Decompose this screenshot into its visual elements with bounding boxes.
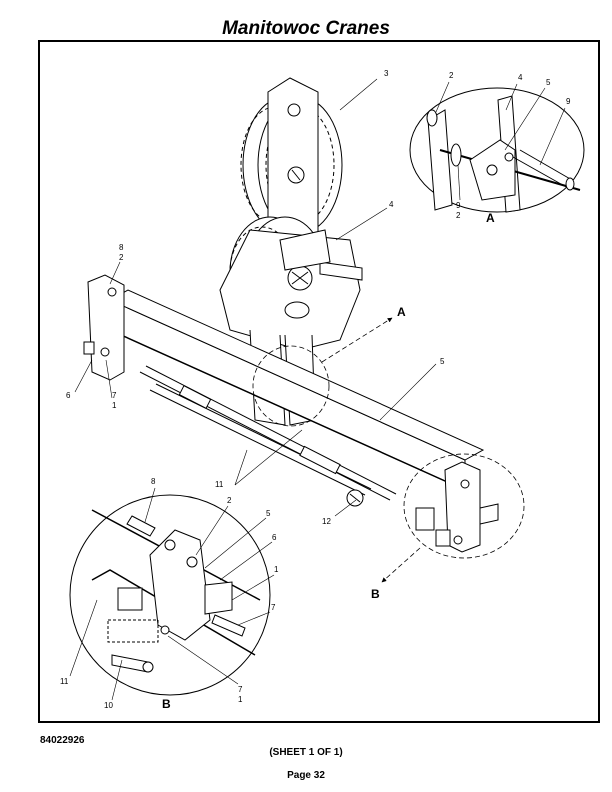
detail-a-view: [409, 87, 585, 213]
detail-leaders: [321, 317, 421, 583]
upper-sheave: [240, 77, 343, 261]
spreader-beam: [83, 274, 499, 553]
sheet-indicator: (SHEET 1 OF 1): [269, 747, 343, 758]
callout-11: 11: [215, 480, 224, 489]
detail-a-label: A: [486, 211, 495, 225]
drawing-frame: [38, 40, 600, 723]
detail-b-callout-11: 11: [60, 677, 69, 686]
callout-leaders: [69, 78, 566, 701]
detail-b-callout-7: 7: [271, 603, 276, 612]
detail-b-callout-6: 6: [272, 533, 277, 542]
detail-a-callout-4: 4: [518, 73, 523, 82]
callout-labels: 3 4 8 2 A 5 6 7 1 11 12 B 2 4 5 9 9 2 A …: [60, 69, 571, 711]
detail-b-callout-5: 5: [266, 509, 271, 518]
spreader-rods: [139, 365, 397, 507]
detail-b-callout-7b: 7: [238, 685, 243, 694]
detail-a-callout-2: 2: [449, 71, 454, 80]
detail-b-label: B: [162, 697, 171, 711]
detail-b-callout-2: 2: [227, 496, 232, 505]
detail-b-callout-1b: 1: [238, 695, 243, 704]
detail-a-callout-5: 5: [546, 78, 551, 87]
callout-6: 6: [66, 391, 71, 400]
callout-8: 8: [119, 243, 124, 252]
callout-4: 4: [389, 200, 394, 209]
page-number: Page 32: [287, 770, 325, 781]
callout-1: 1: [112, 401, 117, 410]
callout-2: 2: [119, 253, 124, 262]
detail-a-callout-2b: 2: [456, 211, 461, 220]
detail-a-callout-9: 9: [566, 97, 571, 106]
document-number: 84022926: [40, 735, 85, 746]
detail-b-callout-1: 1: [274, 565, 279, 574]
detail-b-marker: B: [371, 587, 380, 601]
page-title: Manitowoc Cranes: [222, 18, 390, 39]
detail-b-view: [69, 494, 271, 696]
detail-b-callout-8: 8: [151, 477, 156, 486]
callout-7: 7: [112, 391, 117, 400]
callout-12: 12: [322, 517, 331, 526]
callout-5: 5: [440, 357, 445, 366]
detail-circles: [252, 345, 525, 559]
detail-a-marker: A: [397, 305, 406, 319]
callout-3: 3: [384, 69, 389, 78]
detail-a-callout-9b: 9: [456, 201, 461, 210]
detail-b-callout-10: 10: [104, 701, 113, 710]
